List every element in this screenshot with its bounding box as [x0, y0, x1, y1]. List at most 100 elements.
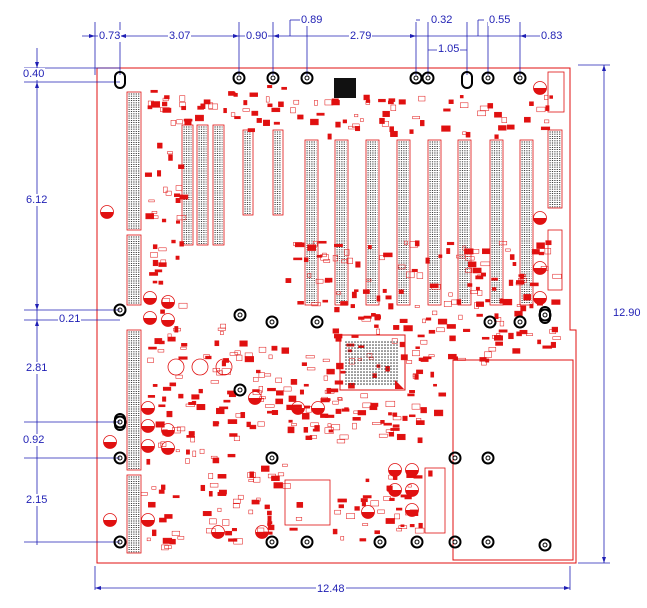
smd-component — [273, 121, 280, 125]
smd-component — [297, 301, 304, 305]
smd-component — [239, 340, 248, 347]
smd-component — [376, 295, 381, 302]
smd-component — [409, 524, 415, 528]
smd-component — [398, 99, 406, 105]
smd-component — [436, 327, 445, 333]
smd-component — [412, 350, 420, 357]
smd-component — [365, 478, 370, 483]
smd-component — [229, 433, 238, 437]
smd-component — [498, 241, 508, 246]
smd-component — [257, 421, 265, 427]
mounting-hole — [233, 383, 247, 397]
slotted-hole — [114, 71, 126, 89]
smd-component — [259, 396, 266, 400]
smd-component — [498, 329, 508, 333]
smd-component — [206, 528, 216, 534]
smd-component — [531, 249, 540, 255]
smd-component — [508, 332, 514, 340]
pci-slot — [334, 139, 349, 306]
smd-component — [360, 393, 368, 399]
smd-component — [417, 437, 423, 444]
smd-component — [176, 119, 183, 125]
smd-component — [392, 412, 398, 417]
smd-component — [344, 407, 349, 410]
smd-component — [362, 495, 372, 499]
smd-component — [281, 347, 290, 354]
header-connector — [547, 229, 563, 291]
smd-component — [209, 483, 219, 488]
capacitors — [100, 81, 547, 539]
mounting-hole — [113, 303, 127, 317]
smd-component — [256, 369, 261, 374]
smd-component — [385, 295, 392, 300]
mounting-hole — [538, 538, 552, 552]
smd-component — [178, 356, 188, 360]
smd-component — [160, 441, 167, 447]
mounting-hole — [513, 71, 527, 85]
smd-component — [526, 333, 533, 336]
smd-component — [542, 345, 552, 349]
smd-component — [168, 154, 173, 161]
smd-component — [152, 384, 158, 387]
smd-component — [256, 497, 261, 502]
smd-component — [161, 218, 167, 223]
smd-component — [165, 190, 172, 196]
edge-connector — [126, 329, 142, 471]
smd-component — [352, 422, 357, 430]
smd-component — [249, 92, 258, 97]
smd-component — [400, 354, 408, 361]
smd-component — [342, 119, 347, 124]
smd-component — [538, 251, 545, 256]
smd-component — [429, 283, 439, 289]
smd-component — [158, 489, 165, 494]
pci-slot — [396, 139, 411, 306]
smd-component — [247, 128, 255, 133]
smd-component — [229, 352, 239, 356]
ic-chip — [334, 78, 356, 98]
smd-component — [505, 248, 511, 252]
smd-component — [212, 421, 219, 427]
smd-component — [148, 346, 157, 350]
pci-slot — [304, 139, 319, 306]
smd-component — [291, 423, 297, 427]
heatsink-outline — [284, 479, 331, 526]
smd-component — [334, 509, 341, 515]
smd-component — [322, 358, 330, 362]
smd-component — [374, 530, 380, 535]
smd-component — [303, 427, 309, 433]
electrolytic-capacitor — [141, 419, 155, 433]
smd-component — [362, 523, 369, 526]
board-outline — [96, 67, 577, 564]
smd-component — [175, 185, 183, 191]
smd-component — [540, 126, 551, 131]
smd-component — [396, 527, 402, 532]
smd-component — [220, 323, 226, 329]
smd-component — [498, 125, 507, 131]
smd-component — [428, 470, 433, 477]
electrolytic-capacitor — [100, 205, 114, 219]
smd-component — [178, 393, 184, 399]
smd-component — [494, 313, 499, 320]
smd-component — [368, 357, 374, 360]
smd-component — [481, 336, 490, 340]
smd-component — [318, 240, 327, 244]
mounting-hole — [266, 71, 280, 85]
smd-component — [249, 471, 255, 478]
smd-component — [147, 357, 154, 363]
smd-component — [403, 325, 413, 332]
smd-component — [551, 299, 561, 305]
smd-component — [235, 413, 243, 418]
smd-component — [519, 329, 528, 335]
smd-component — [398, 289, 404, 294]
smd-component — [409, 129, 414, 134]
smd-component — [484, 351, 492, 358]
smd-component — [545, 105, 550, 111]
smd-component — [264, 504, 270, 510]
smd-component — [236, 354, 243, 361]
smd-component — [186, 449, 190, 455]
smd-component — [520, 305, 527, 312]
smd-component — [208, 103, 218, 110]
smd-component — [374, 315, 381, 319]
smd-component — [467, 283, 473, 287]
mounting-hole — [310, 315, 324, 329]
